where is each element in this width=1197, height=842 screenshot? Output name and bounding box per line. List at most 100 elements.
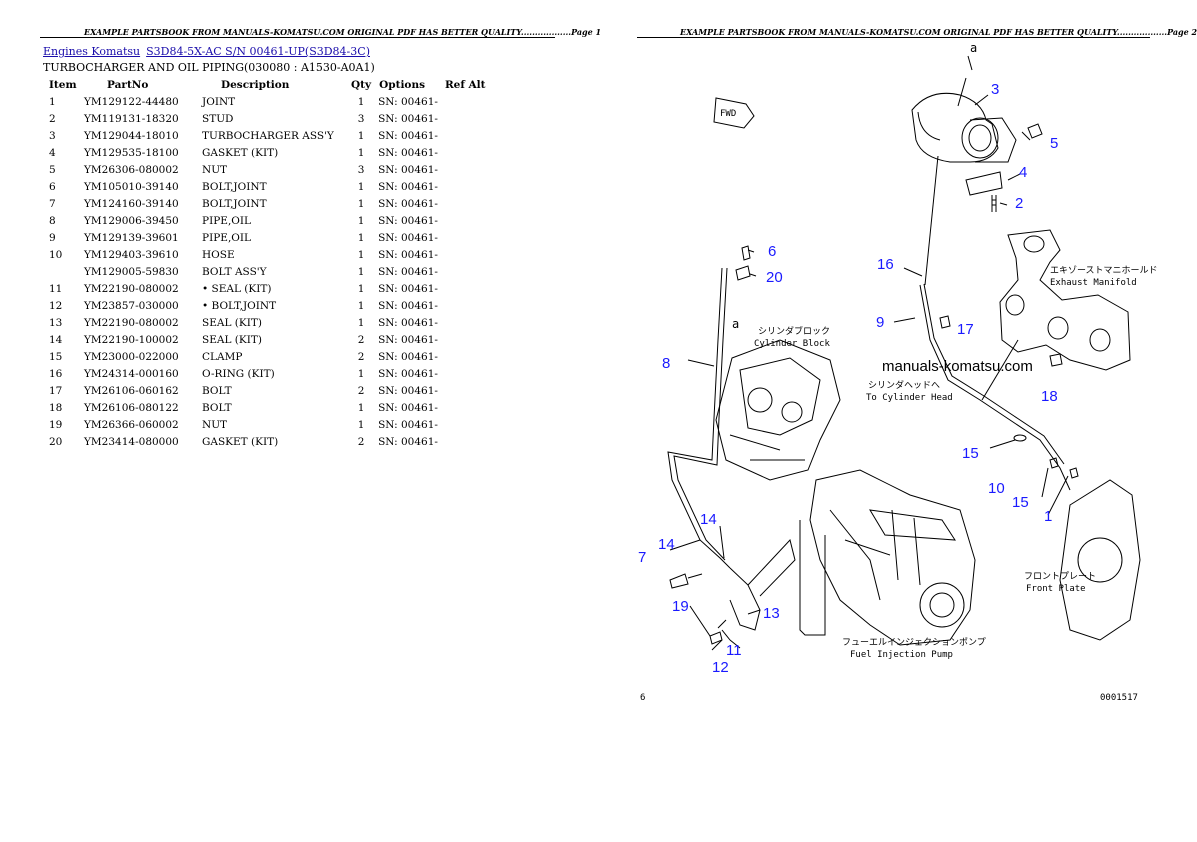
callout-12: 12 [712,659,729,676]
turbocharger-drawing [911,92,1043,196]
cell-ref-alt [441,127,490,144]
page-header-left: EXAMPLE PARTSBOOK FROM MANUALS-KOMATSU.C… [84,27,602,37]
header-divider-right [637,37,1150,38]
cell-options: SN: 00461- [378,265,438,278]
callout-13: 13 [763,605,780,622]
cell-partno: YM22190-080002 [84,282,179,295]
cell-qty: 3 [357,112,365,125]
cell-partno: YM26106-080122 [84,401,179,414]
front-plate-label: Front Plate [1026,584,1086,594]
cell-ref-alt [441,399,490,416]
cell-description: BOLT,JOINT [202,197,267,210]
to-cylinder-head-label: To Cylinder Head [866,393,953,403]
cylinder-block-drawing [715,339,841,481]
cell-item: 16 [49,367,63,380]
cell-qty: 1 [357,401,365,414]
cell-options: SN: 00461- [378,435,438,448]
callout-2: 2 [1015,195,1023,212]
cell-ref-alt [441,433,490,450]
callout-20: 20 [766,269,783,286]
cell-ref-alt [441,229,490,246]
cell-qty: 1 [357,231,365,244]
cell-item [43,263,81,280]
cell-item: 9 [49,231,56,244]
cell-options: SN: 00461- [378,282,438,295]
cell-partno: YM124160-39140 [84,197,179,210]
cell-partno: YM129139-39601 [84,231,179,244]
cell-qty: 1 [357,197,365,210]
cell-partno: YM129044-18010 [84,129,179,142]
front-plate-jp: フロントプレート [1024,571,1096,582]
page-header-right: EXAMPLE PARTSBOOK FROM MANUALS-KOMATSU.C… [680,27,1197,37]
cell-ref-alt [441,331,490,348]
cell-partno: YM129403-39610 [84,248,179,261]
cell-item: 3 [49,129,56,142]
breadcrumb-link-engines[interactable]: Engines Komatsu [43,45,141,58]
cell-options: SN: 00461- [378,231,438,244]
cell-qty: 1 [357,146,365,159]
cell-description: BOLT [202,401,232,414]
cell-options: SN: 00461- [378,112,438,125]
cell-ref-alt [441,263,490,280]
ref-a-top: a [970,41,977,55]
callout-9: 9 [876,314,884,331]
cell-qty: 1 [357,214,365,227]
cell-options: SN: 00461- [378,316,438,329]
header-divider-left [40,37,555,38]
oil-pipe-drawing [667,267,1071,636]
cell-item: 17 [49,384,63,397]
cell-partno: YM129006-39450 [84,214,179,227]
cell-options: SN: 00461- [378,248,438,261]
leader-lines [669,55,1069,651]
callout-11: 11 [726,642,742,659]
breadcrumb-link-model[interactable]: S3D84-5X-AC S/N 00461-UP(S3D84-3C) [146,45,370,58]
fuel-pump-drawing [809,469,976,646]
header-partno: PartNo [107,79,149,91]
cell-partno: YM26366-060002 [84,418,179,431]
cell-options: SN: 00461- [378,418,438,431]
to-cylinder-head-jp: シリンダヘッドへ [868,379,940,391]
cell-ref-alt [441,297,490,314]
cell-item: 18 [49,401,63,414]
callout-6: 6 [768,243,776,260]
ref-a-mid: a [732,317,739,331]
cell-item: 12 [49,299,63,312]
cell-options: SN: 00461- [378,180,438,193]
exhaust-manifold-label: Exhaust Manifold [1050,278,1137,288]
cell-qty: 2 [357,350,365,363]
callout-8: 8 [662,355,670,372]
callout-17: 17 [957,321,974,338]
section-title: TURBOCHARGER AND OIL PIPING(030080 : A15… [43,61,375,74]
cell-description: BOLT [202,384,232,397]
cell-item: 15 [49,350,63,363]
cell-item: 5 [49,163,56,176]
cell-description: SEAL (KIT) [202,333,262,346]
cell-options: SN: 00461- [378,146,438,159]
callout-18: 18 [1041,388,1058,405]
cell-ref-alt [441,195,490,212]
fittings-drawing [669,245,1079,649]
cell-ref-alt [441,178,490,195]
front-plate-drawing [1059,479,1141,641]
cell-qty: 1 [357,316,365,329]
cell-partno: YM22190-100002 [84,333,179,346]
cell-description: PIPE,OIL [202,214,252,227]
cell-description: • BOLT,JOINT [202,299,277,312]
cell-description: CLAMP [202,350,243,363]
cell-ref-alt [441,280,490,297]
stud-drawing [991,195,997,212]
page-number-left: 6 [640,693,645,703]
cell-item: 1 [49,95,56,108]
cell-partno: YM23414-080000 [84,435,179,448]
cell-qty: 1 [357,299,365,312]
cell-qty: 1 [357,282,365,295]
breadcrumb: Engines Komatsu S3D84-5X-AC S/N 00461-UP(… [43,45,376,58]
